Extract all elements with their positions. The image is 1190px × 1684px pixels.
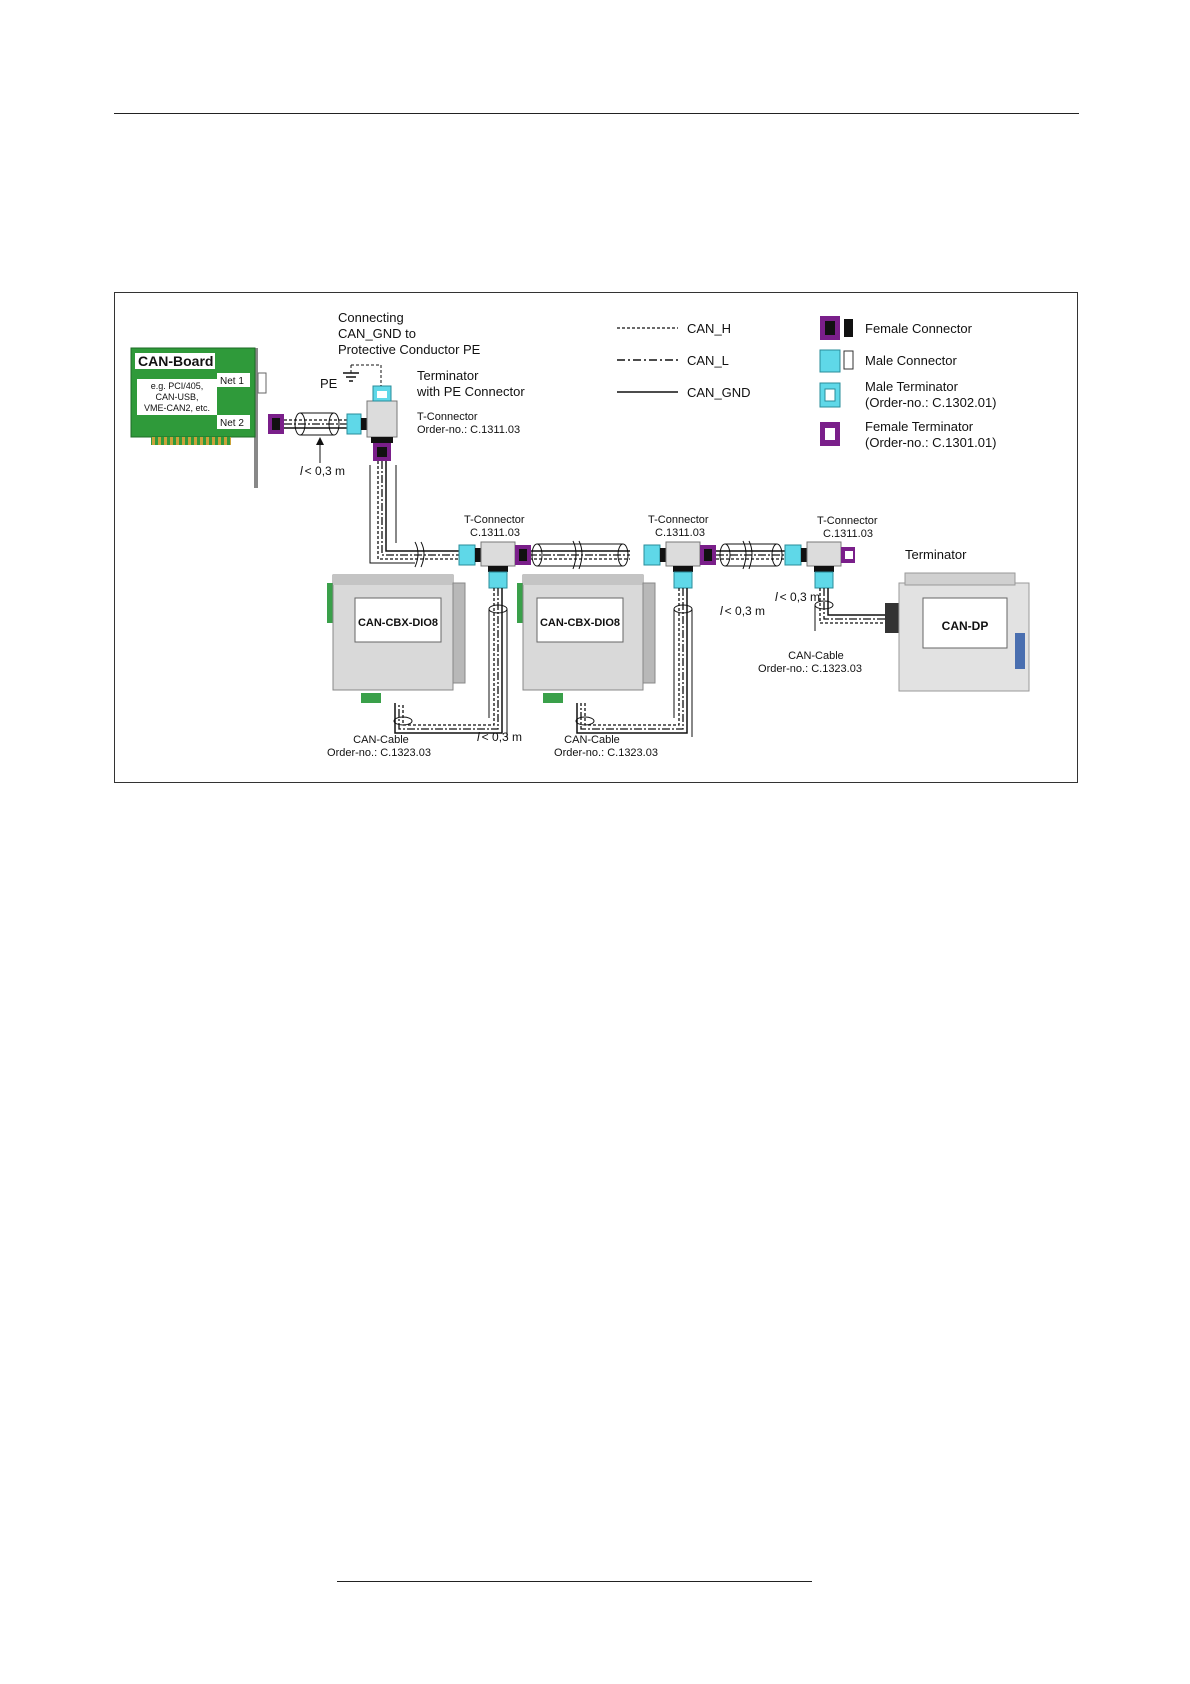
bus-segment-2	[716, 540, 785, 570]
net2-box	[217, 415, 250, 429]
board-edge-connector	[151, 437, 231, 445]
device-can-dp: CAN-DP	[885, 572, 1030, 692]
device-can-cbx-dio8-1: CAN-CBX-DIO8	[327, 574, 466, 703]
bus-segment-1	[529, 540, 630, 570]
net2-female-connector	[268, 414, 284, 434]
legend-female-terminator-order: (Order-no.: C.1301.01)	[865, 435, 997, 450]
t-connector-first-order: Order-no.: C.1311.03	[417, 424, 520, 436]
net2-label: Net 2	[220, 418, 244, 429]
t-connector-2-order: C.1311.03	[655, 527, 705, 539]
board-bracket	[254, 348, 258, 488]
can-network-figure: CAN-Board e.g. PCI/405, CAN-USB, VME-CAN…	[114, 292, 1078, 783]
cable-1-order: Order-no.: C.1323.03	[327, 747, 431, 759]
cable-3-title: CAN-Cable	[788, 650, 844, 662]
pe-note-1: Connecting	[338, 310, 404, 325]
header-rule	[114, 113, 1079, 114]
pe-note-3: Protective Conductor PE	[338, 342, 481, 357]
pe-note-2: CAN_GND to	[338, 326, 416, 341]
t-connector-3	[784, 541, 855, 589]
legend-male-connector: Male Connector	[865, 353, 957, 368]
length-arrowhead	[316, 437, 324, 445]
t-connector-first-title: T-Connector	[417, 411, 478, 423]
can-board: CAN-Board e.g. PCI/405, CAN-USB, VME-CAN…	[130, 347, 267, 488]
terminator-pe-2: with PE Connector	[416, 384, 525, 399]
cable-1-title: CAN-Cable	[353, 734, 409, 746]
device-1-terminal	[327, 583, 333, 623]
male-connector-icon	[819, 349, 854, 373]
drop-cable-2	[575, 588, 693, 737]
legend-can-h-label: CAN_H	[687, 321, 731, 336]
pe-label: PE	[320, 376, 338, 391]
board-title-box	[135, 353, 215, 369]
board-desc-box	[137, 379, 217, 415]
female-connector-icon	[820, 316, 853, 340]
board-desc-1: e.g. PCI/405,	[151, 381, 204, 391]
terminator-pe-1: Terminator	[417, 368, 479, 383]
length-label-1: l< 0,3 m	[300, 464, 345, 478]
pe-ground	[343, 364, 382, 386]
board-bracket-tab	[257, 372, 267, 394]
legend-can-l-label: CAN_L	[687, 353, 729, 368]
male-terminator-icon	[819, 382, 841, 408]
t-connector-2-title: T-Connector	[648, 514, 709, 526]
female-terminator-icon	[820, 422, 840, 446]
legend-lines: CAN_H CAN_L CAN_GND	[617, 321, 751, 400]
board-desc-2: CAN-USB,	[155, 392, 198, 402]
board-title: CAN-Board	[138, 353, 213, 369]
device-2-terminal	[517, 583, 523, 623]
t-connector-3-order: C.1311.03	[823, 528, 873, 540]
cable-3-order: Order-no.: C.1323.03	[758, 663, 862, 675]
device-1-name: CAN-CBX-DIO8	[358, 617, 438, 629]
t-connector-1-title: T-Connector	[464, 514, 525, 526]
device-3-name: CAN-DP	[942, 619, 989, 633]
length-label-3: l< 0,3 m	[477, 730, 522, 744]
legend-male-terminator: Male Terminator	[865, 379, 959, 394]
drop-cable-1	[393, 588, 508, 737]
can-dp-plug	[885, 603, 899, 633]
legend-female-terminator: Female Terminator	[865, 419, 974, 434]
drop-cable-3	[814, 588, 885, 631]
footer-rule	[337, 1581, 812, 1582]
t-connector-2	[643, 541, 716, 589]
legend-female-connector: Female Connector	[865, 321, 973, 336]
terminator-label: Terminator	[905, 547, 967, 562]
device-can-cbx-dio8-2: CAN-CBX-DIO8	[517, 574, 656, 703]
first-t-connector	[346, 385, 398, 461]
legend-can-gnd-label: CAN_GND	[687, 385, 751, 400]
device-2-name: CAN-CBX-DIO8	[540, 617, 620, 629]
net1-box	[217, 373, 250, 387]
length-label-2: l< 0,3 m	[720, 604, 765, 618]
board-drop-cable	[284, 412, 347, 436]
legend-symbols: Female Connector Male Connector Male Ter…	[819, 316, 997, 450]
t-connector-1-order: C.1311.03	[470, 527, 520, 539]
t-connector-1	[458, 541, 531, 589]
t-connector-3-title: T-Connector	[817, 515, 878, 527]
net1-label: Net 1	[220, 376, 244, 387]
bus-trunk	[369, 461, 459, 568]
can-wiring-diagram: CAN-Board e.g. PCI/405, CAN-USB, VME-CAN…	[130, 310, 1030, 759]
legend-male-terminator-order: (Order-no.: C.1302.01)	[865, 395, 997, 410]
cable-2-order: Order-no.: C.1323.03	[554, 747, 658, 759]
board-desc-3: VME-CAN2, etc.	[144, 403, 210, 413]
cable-2-title: CAN-Cable	[564, 734, 620, 746]
length-label-4: l< 0,3 m	[775, 590, 820, 604]
